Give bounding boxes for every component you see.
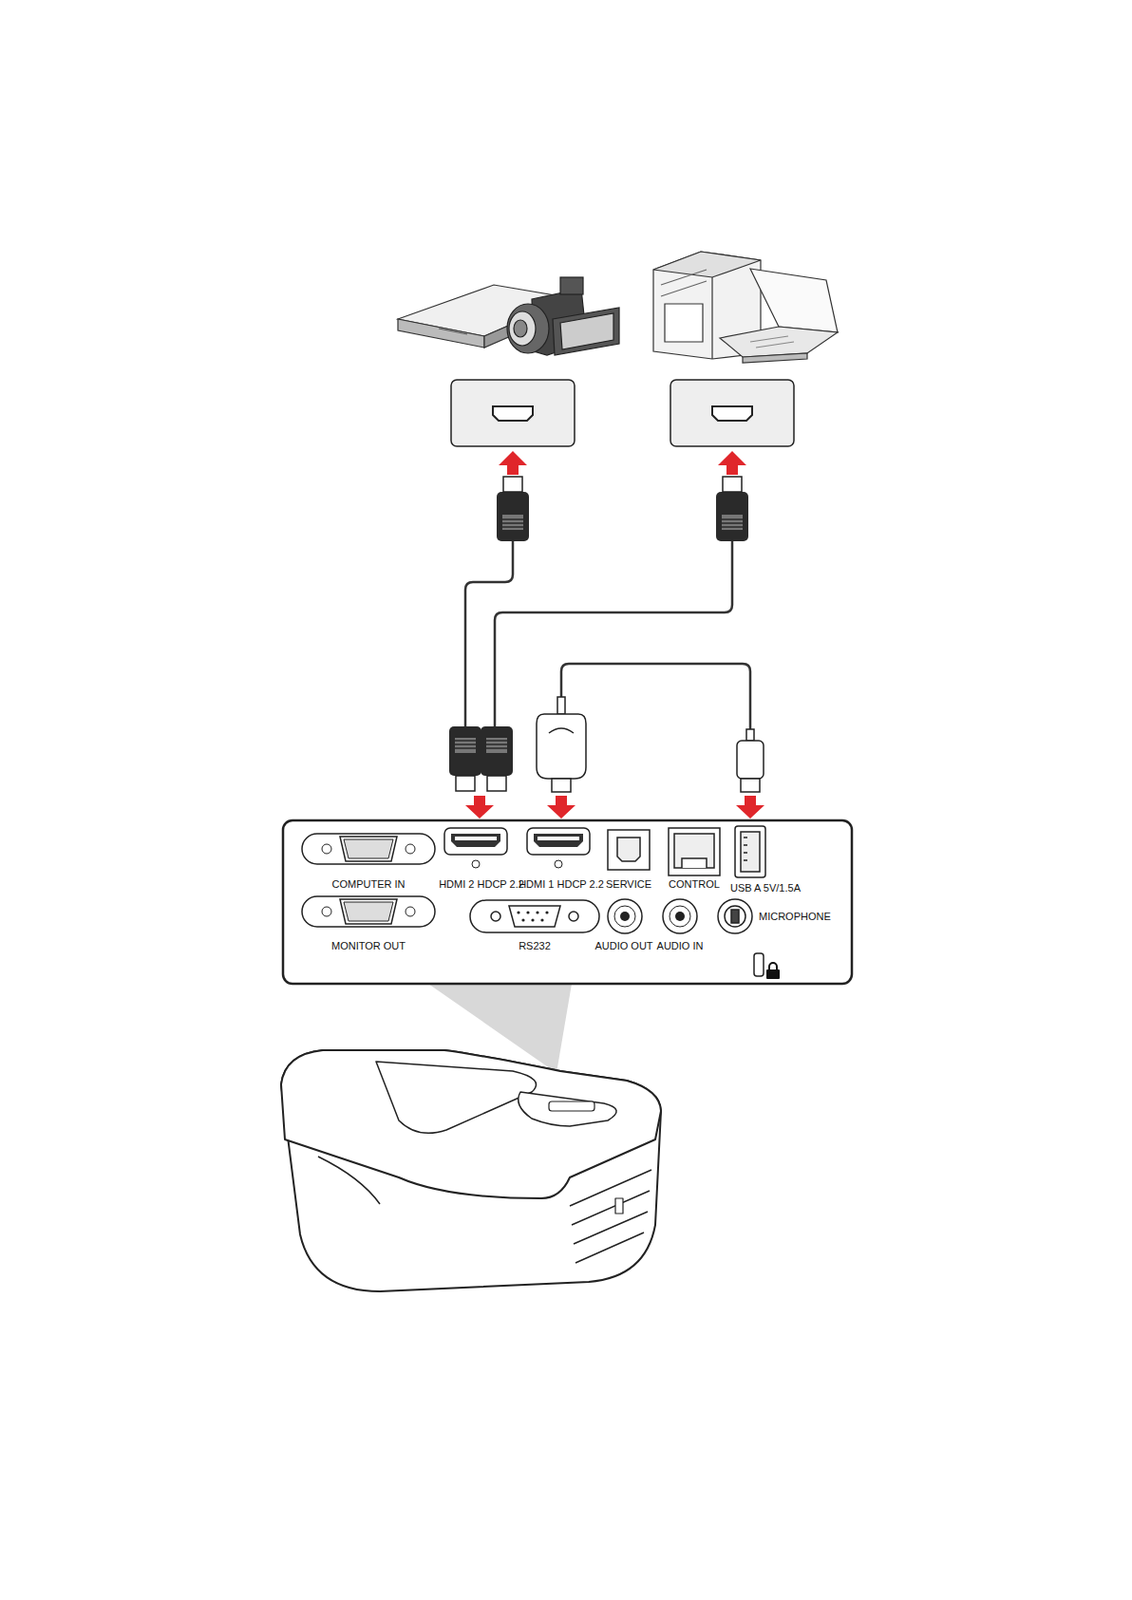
port-label: HDMI 1 HDCP 2.2 — [518, 878, 604, 891]
port-label: AUDIO OUT — [594, 940, 653, 953]
camcorder — [507, 277, 620, 356]
hdmi-plug — [449, 726, 513, 792]
port-label: SERVICE — [605, 878, 652, 891]
port-label: CONTROL — [668, 878, 720, 891]
port-label: MICROPHONE — [758, 910, 831, 924]
wireless-dongle — [536, 697, 586, 793]
cable — [465, 541, 751, 730]
port-label: HDMI 2 HDCP 2.2 — [438, 878, 525, 891]
hdmi-plug — [496, 476, 749, 542]
usb-plug — [736, 729, 764, 793]
io-panel — [283, 820, 852, 984]
hdmi-source-port — [451, 379, 794, 447]
insert-arrow — [465, 795, 765, 819]
insert-arrow — [498, 451, 747, 475]
port-label: MONITOR OUT — [331, 940, 406, 953]
laptop — [719, 268, 838, 363]
port-label: USB A 5V/1.5A — [730, 882, 801, 895]
projector — [281, 1050, 661, 1292]
port-label: AUDIO IN — [657, 940, 704, 953]
port-label: COMPUTER IN — [332, 878, 406, 891]
port-label: RS232 — [518, 940, 551, 953]
